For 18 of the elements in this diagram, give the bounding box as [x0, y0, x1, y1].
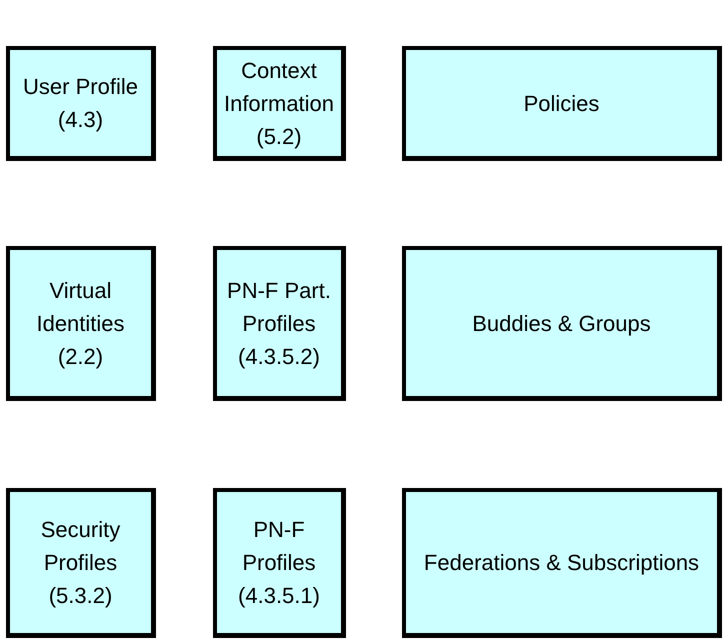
process-box: [402, 488, 722, 638]
box-label: Policies: [524, 90, 600, 118]
process-box: [213, 488, 346, 638]
box-label: PN-F Profiles (4.3.5.1): [237, 516, 321, 610]
process-box: [402, 46, 722, 161]
process-box: [6, 488, 156, 638]
box-label: Context Information (5.2): [222, 56, 336, 150]
box-label: Buddies & Groups: [472, 310, 651, 338]
process-box: [213, 46, 346, 161]
process-box: [213, 246, 346, 401]
box-label: Security Profiles (5.3.2): [40, 516, 122, 610]
box-label: Virtual Identities (2.2): [35, 276, 126, 370]
box-label: Federations & Subscriptions: [424, 549, 700, 577]
box-label: PN-F Part. Profiles (4.3.5.2): [226, 276, 332, 370]
box-label: User Profile (4.3): [22, 73, 139, 134]
process-box: [402, 246, 722, 401]
process-box: [6, 46, 156, 161]
process-box: [6, 246, 156, 401]
